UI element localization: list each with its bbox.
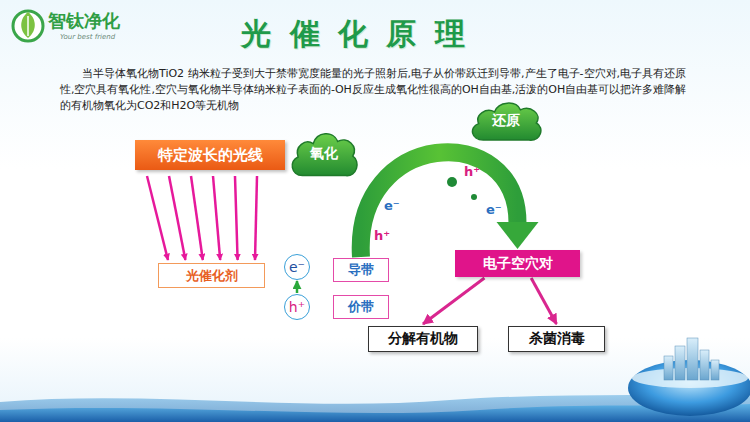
reduction-cloud: 还原 [468, 98, 544, 144]
node-text: 价带 [348, 298, 374, 316]
connector-arrow [191, 176, 203, 260]
pair-box: 电子空穴对 [455, 250, 580, 277]
node-text: h⁺ [289, 299, 305, 315]
connector-arrow [296, 281, 299, 293]
intro-paragraph: 当半导体氧化物TiO2 纳米粒子受到大于禁带宽度能量的光子照射后,电子从价带跃迁… [60, 66, 692, 114]
charge-label: h⁺ [374, 228, 390, 243]
oxidation-cloud: 氧化 [288, 128, 360, 180]
node-text: 电子空穴对 [483, 255, 553, 273]
result-box: 分解有机物 [368, 326, 478, 352]
electron-circle: e⁻ [284, 254, 310, 280]
band-box: 导带 [333, 258, 389, 282]
band-box: 价带 [333, 295, 389, 319]
logo-icon [13, 11, 43, 41]
hole-circle: h⁺ [284, 294, 310, 320]
node-text: 分解有机物 [388, 330, 458, 348]
connector-arrow [423, 278, 484, 324]
connector-arrow [213, 176, 220, 260]
logo-slogan: Your best friend [60, 33, 115, 41]
logo-name: 智钛净化 [48, 9, 120, 33]
page-title: 光 催 化 原 理 [190, 14, 520, 55]
node-text: 氧化 [310, 145, 338, 163]
connector-arrow [169, 176, 185, 260]
node-text: 光催化剂 [186, 267, 238, 285]
light-box: 特定波长的光线 [135, 140, 285, 170]
connector-arrow [235, 176, 238, 260]
charge-label: h⁺ [464, 164, 480, 179]
connector-arrow [147, 176, 168, 260]
catalyst-box: 光催化剂 [158, 263, 265, 288]
charge-label: e⁻ [486, 202, 502, 217]
connector-arrow [531, 278, 556, 324]
reaction-arc [361, 152, 539, 257]
node-text: 杀菌消毒 [529, 330, 585, 348]
node-text: 还原 [492, 112, 520, 130]
node-text: 导带 [348, 261, 374, 279]
result-box: 杀菌消毒 [508, 326, 605, 352]
node-text: e⁻ [289, 259, 305, 275]
connector-arrow [255, 176, 257, 260]
charge-label: e⁻ [384, 198, 400, 213]
node-text: 特定波长的光线 [158, 146, 263, 165]
